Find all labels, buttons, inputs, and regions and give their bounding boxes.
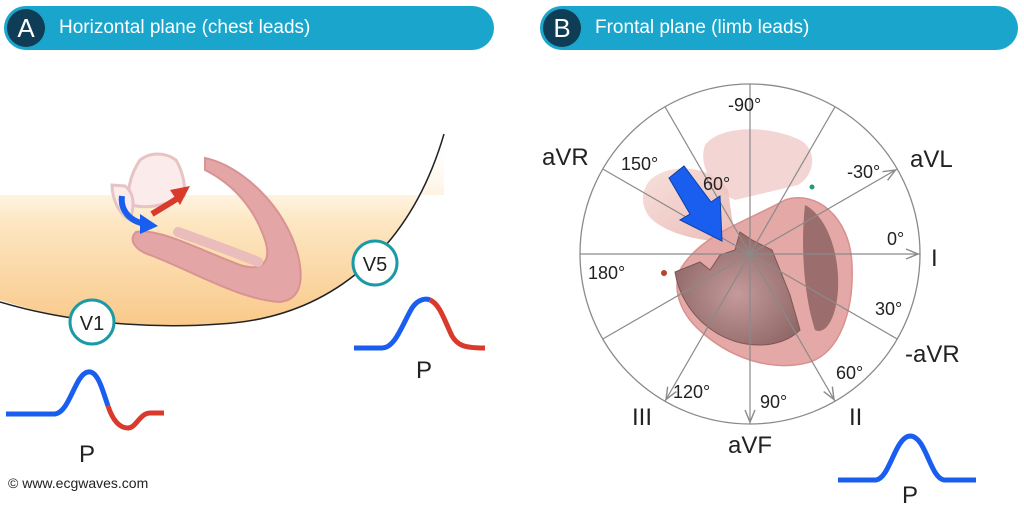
angle-label-30: 30° <box>875 299 902 319</box>
lead-label-avr: aVR <box>542 144 589 171</box>
horizontal-plane-diagram: V5 V1 P P <box>0 133 486 468</box>
lead-label-i: I <box>931 245 938 272</box>
axis-line <box>749 168 898 255</box>
p-wave-frontal-label: P <box>902 482 918 509</box>
axis-line <box>602 253 751 340</box>
panel-b-title: Frontal plane (limb leads) <box>595 17 810 38</box>
angle-labels: -90° -30° 0° 30° 60° 90° 120° 180° 150° … <box>588 95 904 412</box>
panel-a-title: Horizontal plane (chest leads) <box>59 17 311 38</box>
lead-v1-marker <box>68 298 116 346</box>
hexaxial-reference-circle <box>579 83 921 425</box>
p-wave-v5-label: P <box>416 357 432 384</box>
p-wave-v1-label: P <box>79 441 95 468</box>
blue-arrowhead <box>140 214 158 234</box>
axis-line <box>749 106 836 255</box>
chest-wall <box>0 134 444 326</box>
angle-label-90: 90° <box>760 392 787 412</box>
axis-line <box>602 168 751 255</box>
axis-line <box>749 253 898 340</box>
lead-v5-label: V5 <box>363 254 387 276</box>
lead-label-ii: II <box>849 404 862 431</box>
lead-label-neg-avr: -aVR <box>905 341 960 368</box>
heart-frontal-illustration <box>642 129 853 367</box>
depolarization-arrow-frontal <box>668 165 723 242</box>
angle-label-inner-60: 60° <box>703 174 730 194</box>
axis-line <box>664 253 751 402</box>
axis-arrowhead <box>823 386 835 402</box>
axis-arrowhead <box>665 386 677 402</box>
lead-v5-marker <box>351 239 399 287</box>
axis-line <box>749 253 836 402</box>
p-wave-frontal: P <box>838 433 976 509</box>
lead-labels: aVR aVL I -aVR II aVF III <box>542 144 960 459</box>
lead-label-iii: III <box>632 404 652 431</box>
angle-label-120: 120° <box>673 382 710 402</box>
axis-line <box>664 106 751 255</box>
axis-lines <box>580 84 920 424</box>
axis-arrowhead <box>905 248 920 260</box>
panel-b-badge: B <box>543 9 581 47</box>
angle-label-0: 0° <box>887 229 904 249</box>
angle-label--90: -90° <box>728 95 761 115</box>
panel-a-banner: A Horizontal plane (chest leads) <box>4 6 494 50</box>
panel-b-banner: B Frontal plane (limb leads) <box>540 6 1018 50</box>
axis-arrowhead <box>744 409 756 424</box>
lead-label-avl: aVL <box>910 146 953 173</box>
angle-label-180: 180° <box>588 263 625 283</box>
angle-label--30: -30° <box>847 162 880 182</box>
angle-label-60: 60° <box>836 363 863 383</box>
copyright-notice: © www.ecgwaves.com <box>8 475 149 491</box>
angle-label-150: 150° <box>621 154 658 174</box>
p-wave-v5: P <box>354 296 486 384</box>
frontal-plane-diagram: -90° -30° 0° 30° 60° 90° 120° 180° 150° … <box>542 83 976 509</box>
red-arrowhead <box>170 186 190 205</box>
lead-v1-label: V1 <box>80 313 104 335</box>
axis-arrowhead <box>882 169 898 181</box>
p-wave-v1: P <box>6 369 164 468</box>
panel-a-badge: A <box>7 9 45 47</box>
lead-label-avf: aVF <box>728 432 772 459</box>
